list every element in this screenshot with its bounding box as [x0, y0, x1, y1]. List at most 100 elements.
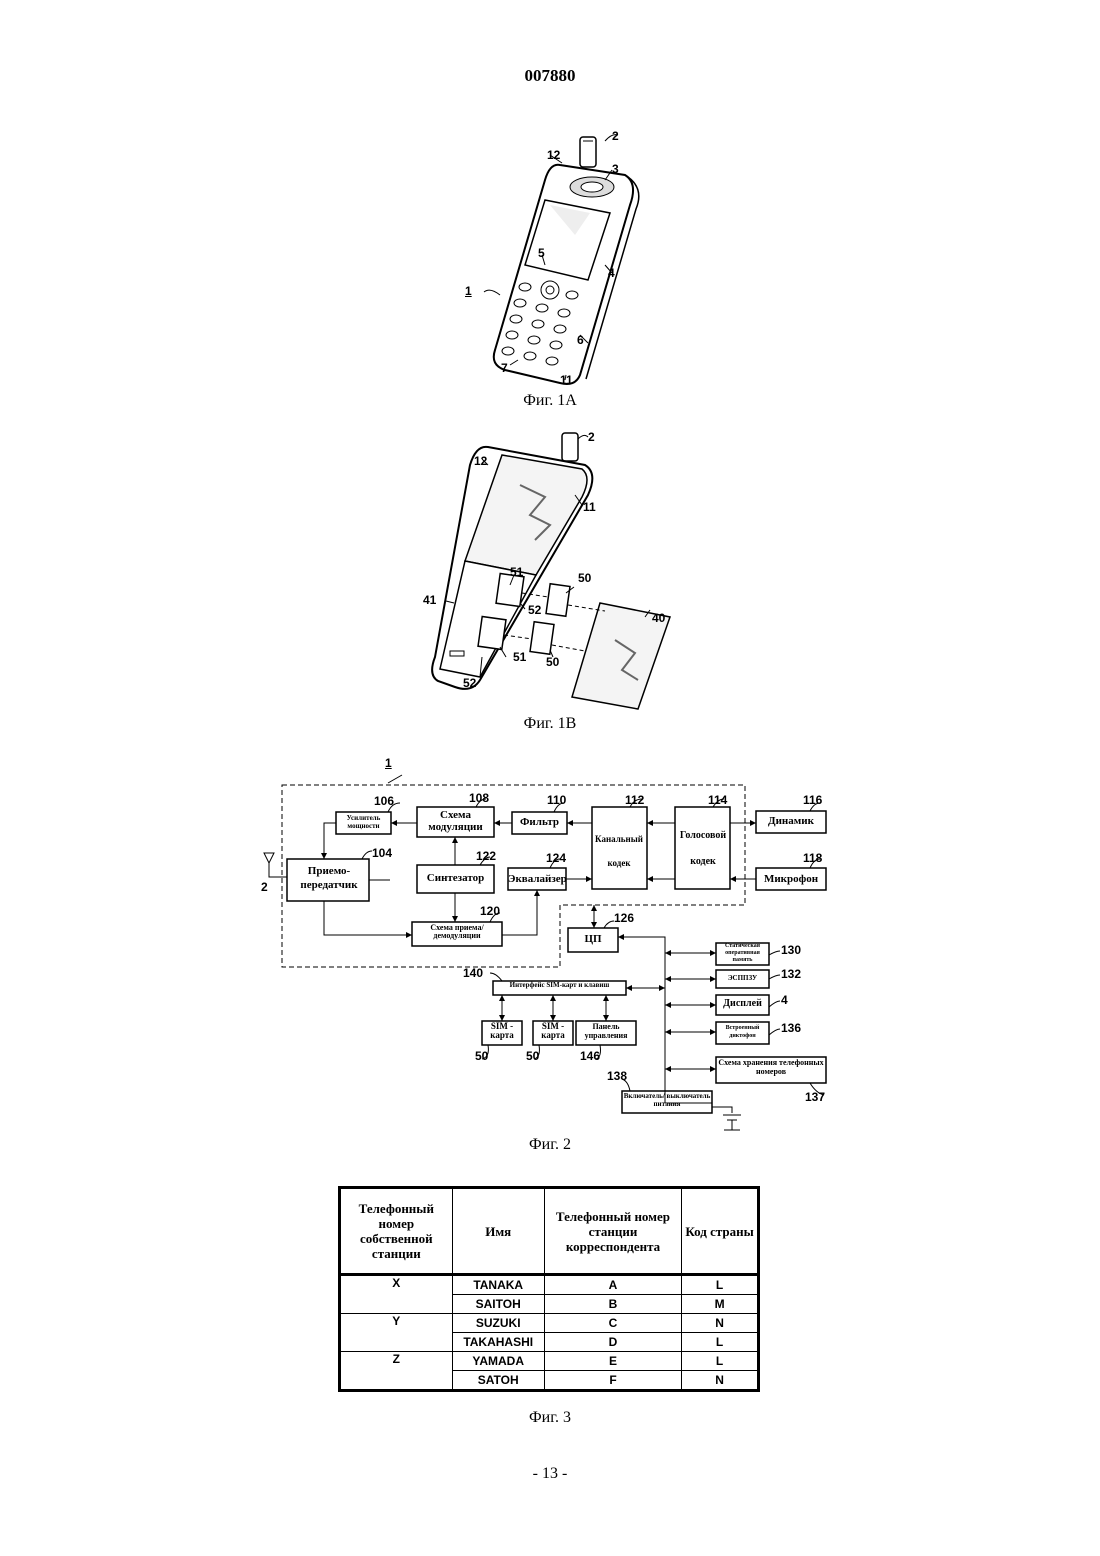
block-116-text: Динамик	[756, 815, 826, 827]
cell-own-number: Z	[340, 1352, 453, 1391]
cell-code: N	[682, 1314, 759, 1333]
column-header-own-number: Телефонный номер собственной станции	[340, 1188, 453, 1275]
cell-station: E	[544, 1352, 681, 1371]
figure-1b-phone-back-drawing	[410, 425, 700, 715]
cell-name: SAITOH	[452, 1295, 544, 1314]
cell-code: M	[682, 1295, 759, 1314]
cell-code: L	[682, 1352, 759, 1371]
cell-own-number: Y	[340, 1314, 453, 1352]
block-108-text: Схема модуляции	[417, 809, 494, 833]
block-120-text: Схема приема/демодуляции	[412, 924, 502, 940]
fig1b-label-2: 2	[588, 430, 595, 444]
fig1a-label-5: 5	[538, 246, 545, 260]
column-header-country-code: Код страны	[682, 1188, 759, 1275]
block-104-text: Приемо-передатчик	[290, 864, 368, 892]
block-124-text: Эквалайзер	[508, 873, 566, 885]
cell-code: L	[682, 1333, 759, 1352]
ref-126: 126	[614, 911, 634, 925]
block-50b-text: SIM - карта	[533, 1022, 573, 1040]
block-126-text: ЦП	[568, 933, 618, 945]
ref-50a: 50	[475, 1049, 488, 1063]
block-50a-text: SIM - карта	[482, 1022, 522, 1040]
ref-140: 140	[463, 966, 483, 980]
fig1b-label-52-top: 52	[528, 603, 541, 617]
fig1a-label-4: 4	[608, 266, 615, 280]
block-112-text: Канальный кодек	[594, 827, 644, 875]
table-row: Z YAMADA E L	[340, 1352, 759, 1371]
ref-146: 146	[580, 1049, 600, 1063]
block-146-text: Панель управления	[576, 1022, 636, 1040]
ref-4: 4	[781, 993, 788, 1007]
table-row: Y SUZUKI C N	[340, 1314, 759, 1333]
ref-124: 124	[546, 851, 566, 865]
fig1a-label-6: 6	[577, 333, 584, 347]
ref-132: 132	[781, 967, 801, 981]
ref-112: 112	[625, 793, 644, 807]
page-number: - 13 -	[0, 1465, 1100, 1483]
cell-name: TAKAHASHI	[452, 1333, 544, 1352]
ref-138: 138	[607, 1069, 627, 1083]
phone-number-table: Телефонный номер собственной станции Имя…	[338, 1186, 760, 1392]
ref-122: 122	[476, 849, 496, 863]
block-137-text: Схема хранения телефонных номеров	[716, 1058, 826, 1076]
ref-108: 108	[469, 791, 489, 805]
ref-104: 104	[372, 846, 392, 860]
column-header-name: Имя	[452, 1188, 544, 1275]
fig1b-label-51-top: 51	[510, 565, 523, 579]
fig1b-label-40: 40	[652, 611, 665, 625]
fig1b-label-12: 12	[474, 454, 487, 468]
cell-name: YAMADA	[452, 1352, 544, 1371]
fig1a-label-1: 1	[465, 284, 472, 298]
ref-118: 118	[803, 851, 822, 865]
fig1b-label-50-top: 50	[578, 571, 591, 585]
table-row: X TANAKA A L	[340, 1275, 759, 1295]
fig2-caption: Фиг. 2	[0, 1136, 1100, 1154]
ref-116: 116	[803, 793, 822, 807]
fig1b-label-50-bottom: 50	[546, 655, 559, 669]
ref-110: 110	[547, 793, 566, 807]
block-106-text: Усилитель мощности	[336, 814, 391, 830]
fig1b-label-52-bottom: 52	[463, 676, 476, 690]
fig2-system-label: 1	[385, 756, 392, 770]
cell-station: B	[544, 1295, 681, 1314]
block-4-text: Дисплей	[716, 998, 769, 1009]
figure-1a-phone-drawing	[440, 125, 670, 395]
table-header-row: Телефонный номер собственной станции Имя…	[340, 1188, 759, 1275]
cell-station: F	[544, 1371, 681, 1391]
block-110-text: Фильтр	[512, 816, 567, 828]
block-114-text: Голосовой кодек	[675, 823, 731, 875]
ref-120: 120	[480, 904, 500, 918]
cell-station: A	[544, 1275, 681, 1295]
block-132-text: ЭСППЗУ	[716, 974, 769, 982]
ref-137: 137	[805, 1090, 825, 1104]
cell-code: N	[682, 1371, 759, 1391]
block-138-text: Включатель/ выключатель питания	[622, 1092, 712, 1108]
fig1a-label-11: 11	[560, 373, 573, 387]
block-122-text: Синтезатор	[417, 872, 494, 884]
fig2-antenna-label: 2	[261, 880, 268, 894]
fig1a-label-12: 12	[547, 148, 560, 162]
fig1b-label-11: 11	[583, 500, 596, 514]
fig1b-caption: Фиг. 1В	[0, 715, 1100, 733]
column-header-correspondent: Телефонный номер станции корреспондента	[544, 1188, 681, 1275]
cell-name: TANAKA	[452, 1275, 544, 1295]
fig1a-label-3: 3	[612, 162, 619, 176]
fig3-caption: Фиг. 3	[0, 1409, 1100, 1427]
block-136-text: Встроенный диктофон	[716, 1024, 769, 1040]
cell-name: SATOH	[452, 1371, 544, 1391]
fig1a-label-7: 7	[501, 361, 508, 375]
cell-station: D	[544, 1333, 681, 1352]
ref-114: 114	[708, 793, 727, 807]
block-118-text: Микрофон	[756, 873, 826, 885]
block-130-text: Статическая оперативная память	[716, 943, 769, 964]
ref-50b: 50	[526, 1049, 539, 1063]
fig1b-label-51-bottom: 51	[513, 650, 526, 664]
cell-station: C	[544, 1314, 681, 1333]
cell-code: L	[682, 1275, 759, 1295]
document-number: 007880	[0, 66, 1100, 86]
block-140-text: Интерфейс SIM-карт и клавиш	[493, 981, 626, 989]
cell-name: SUZUKI	[452, 1314, 544, 1333]
fig1a-label-2: 2	[612, 129, 619, 143]
fig1b-label-41: 41	[423, 593, 436, 607]
cell-own-number: X	[340, 1275, 453, 1314]
